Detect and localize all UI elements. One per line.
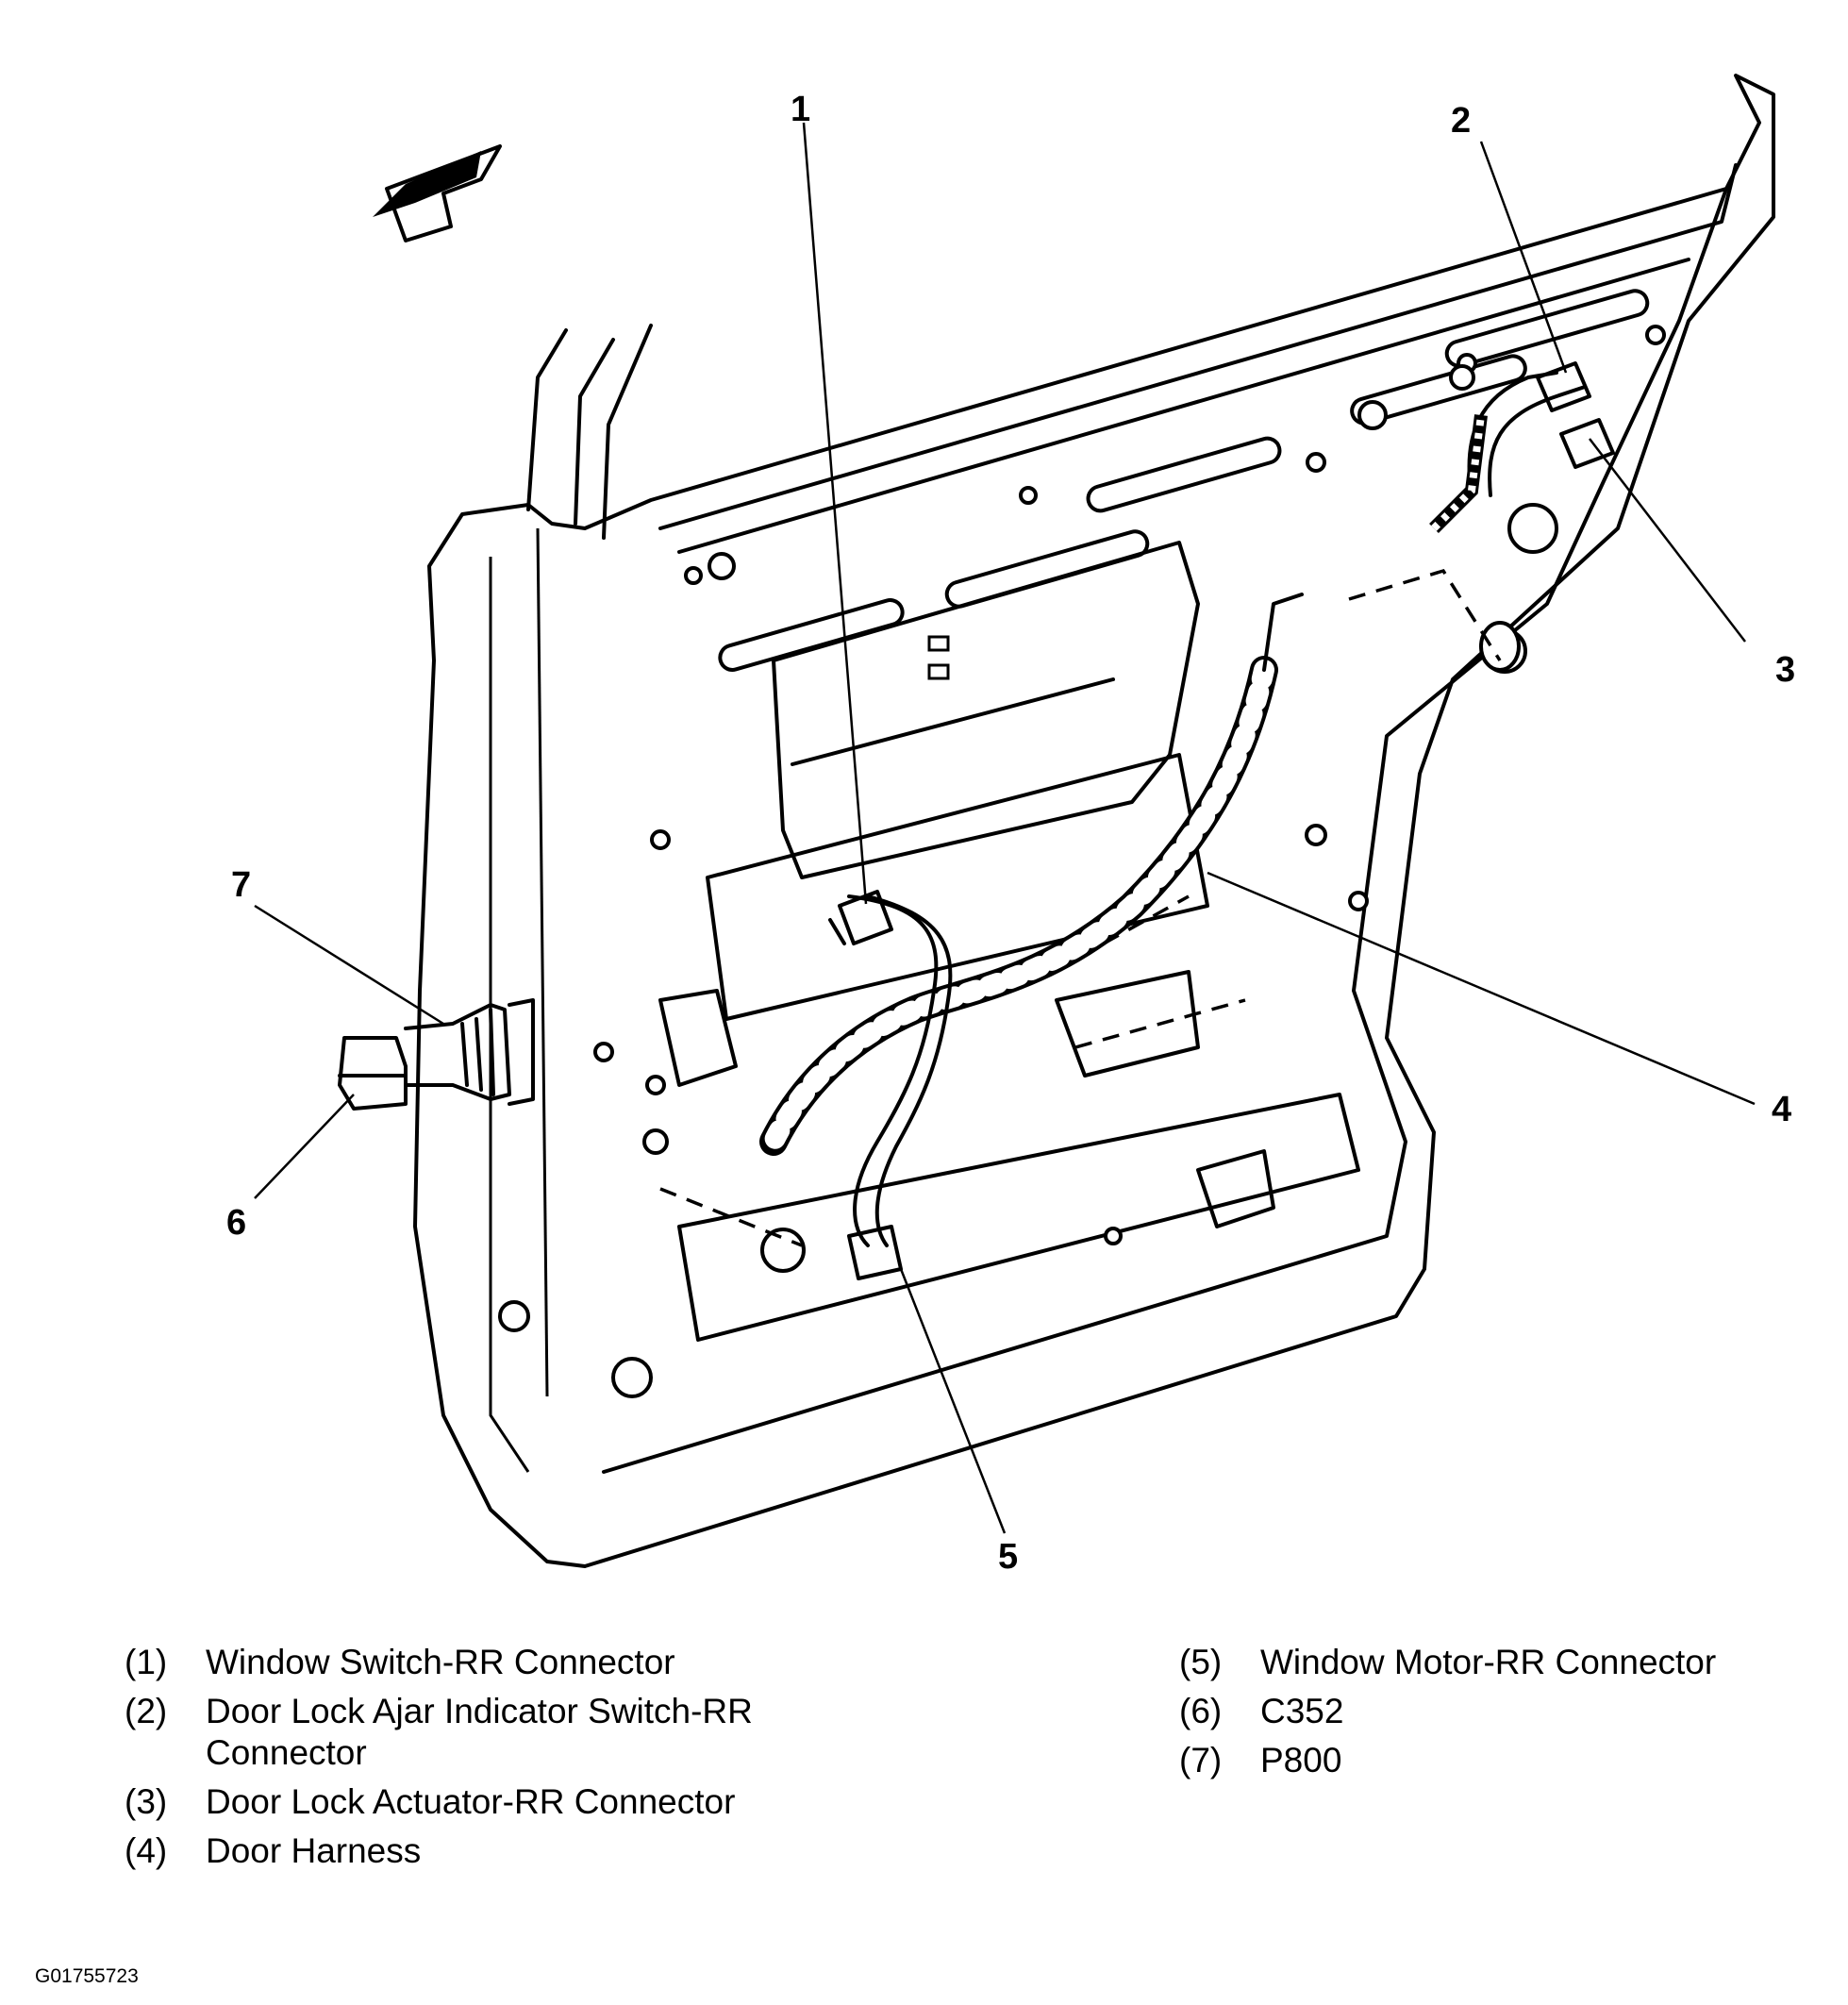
legend-key: (2) [125, 1692, 168, 1730]
legend-item: (3) Door Lock Actuator-RR Connector [125, 1781, 879, 1823]
front-direction-arrow-icon [373, 144, 502, 242]
callout-3: 3 [1775, 650, 1795, 690]
legend-item: (5) Window Motor-RR Connector [1179, 1642, 1840, 1683]
c352-connector [338, 1036, 408, 1111]
door-inner-panel [658, 289, 1650, 1342]
callout-numbers: 1 2 3 4 5 6 7 [226, 90, 1795, 1577]
legend-text: Window Switch-RR Connector [206, 1643, 675, 1681]
leader-lines [254, 122, 1756, 1534]
legend-text: P800 [1260, 1741, 1342, 1779]
figure-id: G01755723 [35, 1965, 139, 1987]
legend-text: Door Lock Ajar Indicator Switch-RR Conne… [206, 1692, 753, 1772]
legend-key: (5) [1179, 1643, 1223, 1681]
legend-text: Window Motor-RR Connector [1260, 1643, 1717, 1681]
window-motor-connector [847, 1225, 903, 1280]
legend-right: (5) Window Motor-RR Connector (6) C352 (… [1179, 1642, 1840, 1789]
legend-key: (6) [1179, 1692, 1223, 1730]
door-lock-ajar-connector [1536, 361, 1591, 412]
legend-left: (1) Window Switch-RR Connector (2) Door … [125, 1642, 879, 1880]
legend-item: (7) P800 [1179, 1740, 1840, 1781]
door-harness-diagram: 1 2 3 4 5 6 7 [226, 74, 1795, 1577]
legend-key: (4) [125, 1831, 168, 1870]
door-lock-actuator-connector [1559, 418, 1615, 469]
legend-key: (7) [1179, 1741, 1223, 1779]
legend-item: (2) Door Lock Ajar Indicator Switch-RR C… [125, 1691, 879, 1774]
callout-7: 7 [231, 865, 251, 905]
callout-1: 1 [791, 90, 810, 129]
legend-item: (1) Window Switch-RR Connector [125, 1642, 879, 1683]
legend-text: Door Harness [206, 1831, 422, 1870]
door-shell [413, 74, 1775, 1568]
legend-text: C352 [1260, 1692, 1344, 1730]
p800-grommet [404, 998, 535, 1106]
legend-key: (3) [125, 1782, 168, 1821]
door-harness [759, 371, 1587, 1247]
legend-text: Door Lock Actuator-RR Connector [206, 1782, 736, 1821]
legend-item: (6) C352 [1179, 1691, 1840, 1732]
legend-key: (1) [125, 1643, 168, 1681]
callout-6: 6 [226, 1203, 246, 1243]
legend-item: (4) Door Harness [125, 1830, 879, 1872]
callout-2: 2 [1451, 101, 1471, 141]
panel-holes [498, 325, 1666, 1398]
callout-4: 4 [1772, 1090, 1791, 1129]
callout-5: 5 [998, 1537, 1018, 1577]
